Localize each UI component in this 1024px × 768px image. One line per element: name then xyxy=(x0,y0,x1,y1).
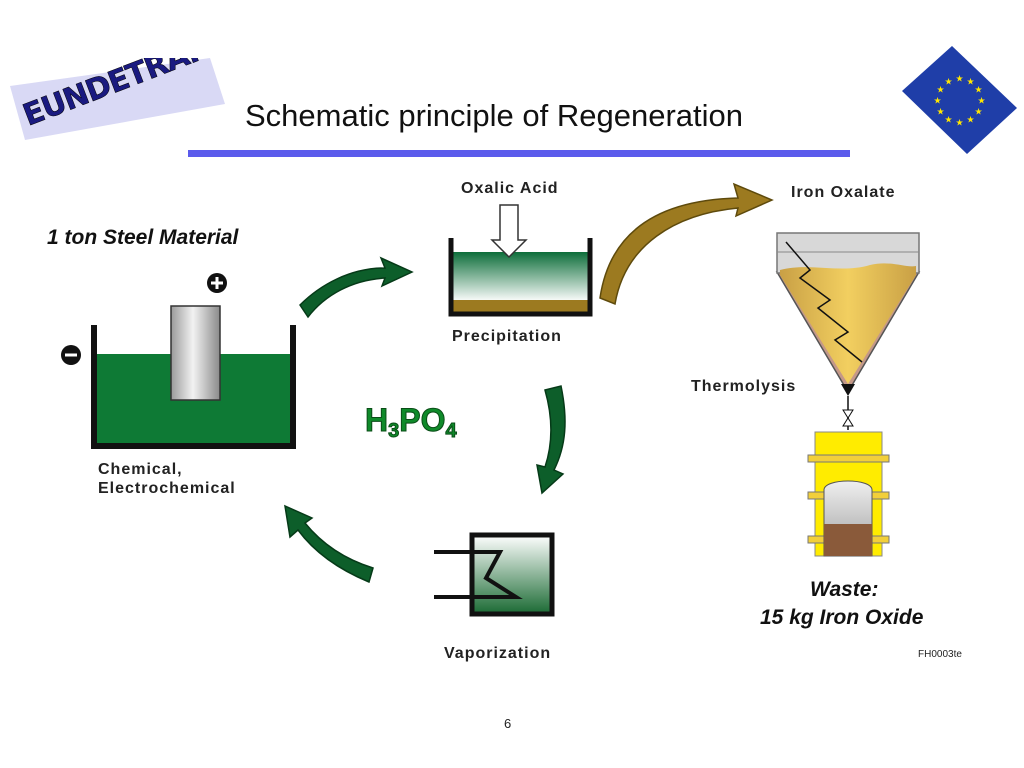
thermolysis-label: Thermolysis xyxy=(691,378,797,395)
flag-star-icon: ★ xyxy=(934,97,942,107)
title-underline xyxy=(188,150,850,157)
electrode xyxy=(170,305,221,401)
h3po4-label: H3PO4 xyxy=(364,402,457,443)
h3po4-4: 4 xyxy=(445,420,457,443)
flag-star-icon: ★ xyxy=(967,116,975,126)
chemical-label: Chemical, xyxy=(98,461,183,478)
waste-container xyxy=(807,431,890,557)
flag-star-icon: ★ xyxy=(975,86,983,96)
arrow-precipitation-to-vaporization-icon xyxy=(536,385,566,495)
oxalic-acid-arrow-icon xyxy=(490,204,528,259)
flag-star-icon: ★ xyxy=(956,119,964,129)
precipitation-tank xyxy=(448,238,593,317)
precipitation-label: Precipitation xyxy=(452,328,562,345)
slide-title-text: Schematic principle of Regeneration xyxy=(245,98,743,133)
thermolysis-hopper xyxy=(775,232,921,430)
flag-star-icon: ★ xyxy=(945,77,953,87)
arrow-tank-to-precipitation-icon xyxy=(299,256,414,319)
minus-icon xyxy=(61,345,81,365)
flag-star-icon: ★ xyxy=(945,116,953,126)
electrochemical-tank xyxy=(91,305,296,449)
h3po4-po: PO xyxy=(399,402,446,439)
waste-title: Waste: xyxy=(810,578,879,601)
flag-star-icon: ★ xyxy=(936,108,944,118)
flag-star-icon: ★ xyxy=(975,108,983,118)
vaporization-label: Vaporization xyxy=(444,645,552,662)
waste-amount: 15 kg Iron Oxide xyxy=(760,606,924,629)
page-number: 6 xyxy=(504,716,512,731)
vaporization-unit xyxy=(434,532,555,617)
h3po4-3: 3 xyxy=(388,420,400,443)
plus-icon xyxy=(207,273,227,293)
eundetraf-logo: EUNDETRAF xyxy=(10,58,225,140)
eu-flag-icon: ★★★★★★★★★★★★ xyxy=(902,46,1017,154)
steel-material-label: 1 ton Steel Material xyxy=(47,226,239,249)
flag-star-icon: ★ xyxy=(967,77,975,87)
iron-oxalate-label: Iron Oxalate xyxy=(791,184,896,201)
electrochemical-label: Electrochemical xyxy=(98,480,236,497)
flag-star-icon: ★ xyxy=(978,97,986,107)
slide-code: FH0003te xyxy=(918,649,962,660)
flag-star-icon: ★ xyxy=(936,86,944,96)
arrow-precipitation-to-oxalate-icon xyxy=(599,182,774,306)
arrow-vaporization-to-tank-icon xyxy=(284,504,374,584)
oxalic-acid-label: Oxalic Acid xyxy=(461,180,559,197)
flag-star-icon: ★ xyxy=(956,75,964,85)
h3po4-h: H xyxy=(364,402,389,439)
